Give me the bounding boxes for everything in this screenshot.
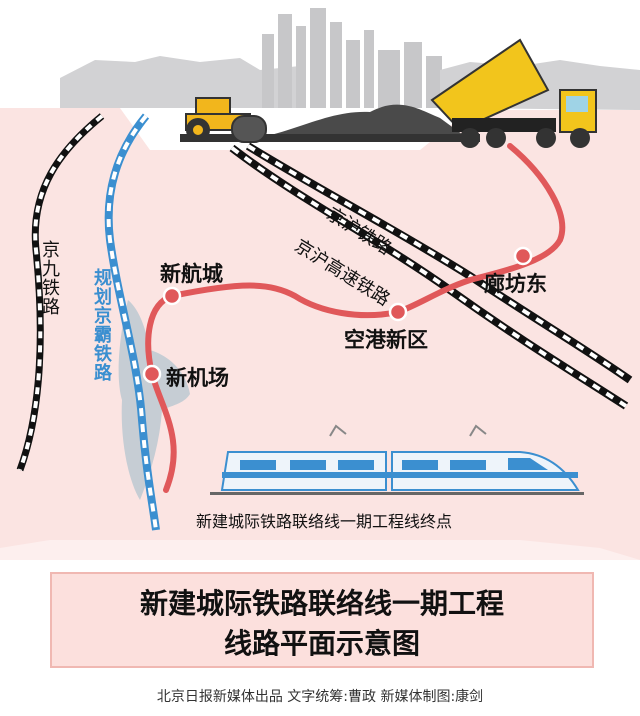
station-marker-new-airport — [142, 364, 162, 384]
jingjiu-railway-line — [16, 113, 105, 472]
planned-jingba-railway-label: 规划京霸铁路 — [91, 268, 112, 382]
title-banner: 新建城际铁路联络线一期工程 线路平面示意图 — [50, 572, 594, 668]
station-marker-langfang-east — [513, 246, 533, 266]
title-line-1: 新建城际铁路联络线一期工程 — [139, 587, 504, 620]
station-label-langfang-east: 廊坊东 — [484, 272, 547, 296]
station-label-xinhangcheng: 新航城 — [160, 262, 223, 286]
new-airport-area — [118, 300, 190, 500]
station-label-new-airport: 新机场 — [166, 366, 229, 390]
jingjiu-railway-label: 京九铁路 — [39, 240, 60, 316]
endpoint-note: 新建城际铁路联络线一期工程线终点 — [196, 512, 453, 531]
station-marker-konggang — [388, 302, 408, 322]
high-speed-train — [210, 424, 584, 495]
title-line-2: 线路平面示意图 — [223, 627, 420, 660]
station-marker-xinhangcheng — [162, 286, 182, 306]
skyline-silhouette — [60, 8, 640, 110]
dirt-mound — [250, 104, 470, 140]
road-roller — [185, 97, 267, 143]
dump-truck — [430, 38, 597, 148]
planned-jingba-railway-line — [104, 113, 160, 531]
credit-line: 北京日报新媒体出品 文字统筹:曹政 新媒体制图:康剑 — [156, 689, 484, 705]
station-label-konggang: 空港新区 — [344, 328, 428, 352]
